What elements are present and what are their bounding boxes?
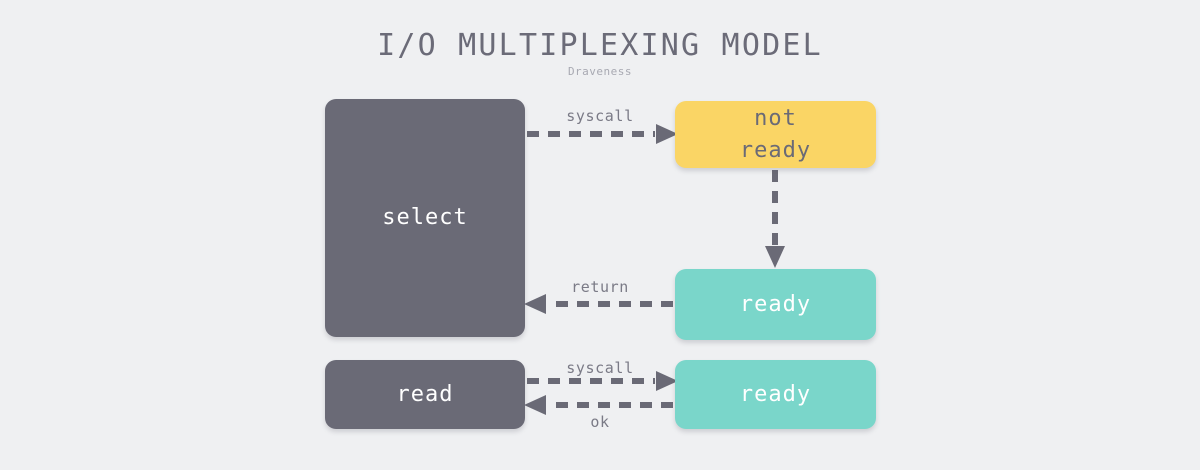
- arrow-ready-to-select: [524, 294, 673, 314]
- node-ready-middle-label: ready: [739, 291, 812, 317]
- page-title: I/O MULTIPLEXING MODEL: [377, 28, 823, 63]
- arrow-notready-to-ready: [765, 170, 785, 268]
- arrow-select-to-notready: [527, 124, 678, 144]
- edge-label-syscall-top: syscall: [566, 107, 634, 125]
- edge-label-return: return: [571, 278, 629, 296]
- node-ready-middle[interactable]: ready: [675, 269, 876, 340]
- node-ready-bottom-label: ready: [739, 381, 812, 407]
- node-not-ready-label-line2: ready: [739, 137, 812, 163]
- node-read-label: read: [396, 381, 454, 407]
- node-ready-bottom[interactable]: ready: [675, 360, 876, 429]
- node-read[interactable]: read: [325, 360, 525, 429]
- edge-label-ok: ok: [590, 413, 610, 431]
- edge-label-syscall-bottom: syscall: [566, 359, 634, 377]
- node-not-ready[interactable]: not ready: [675, 101, 876, 168]
- page-subtitle: Draveness: [567, 65, 633, 78]
- arrow-ready-to-read: [524, 395, 673, 415]
- node-not-ready-label-line1: not: [754, 106, 797, 132]
- node-not-ready-label: not ready: [740, 103, 811, 165]
- node-select-label: select: [382, 205, 468, 231]
- node-select[interactable]: select: [325, 99, 525, 337]
